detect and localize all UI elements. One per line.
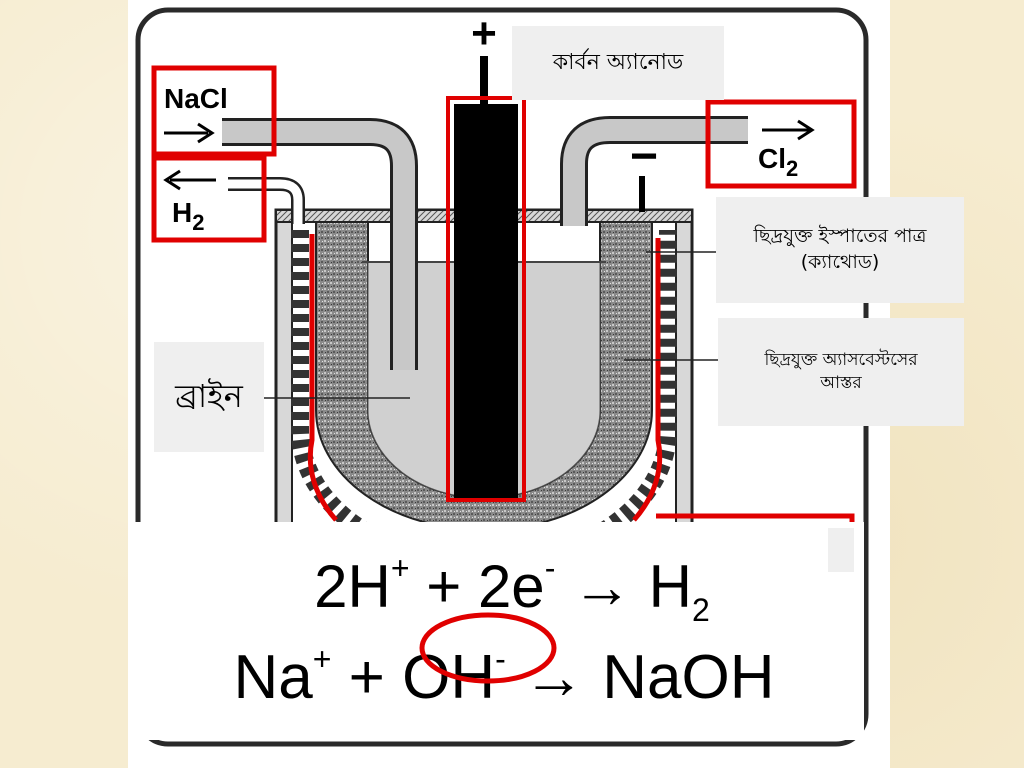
cl2-arrow-icon [762,119,815,141]
equation-naoh: Na+ + OH- → NaOH [233,641,775,712]
equation-hydrogen: 2H+ + 2e- → H2 [314,550,710,628]
cathode-highlight [307,234,338,522]
h2-arrow-icon [163,169,216,191]
cl2-highlight-box [705,99,857,189]
nacl-highlight-box [151,65,277,157]
anode-highlight [446,96,526,502]
nacl-arrow-icon [164,122,215,144]
porous-steel-cathode-label: ছিদ্রযুক্ত ইস্পাতের পাত্র (ক্যাথোড) [716,197,964,303]
asbestos-label-line1: ছিদ্রযুক্ত অ্যাসবেস্টসের [764,350,918,371]
cathode-label-line1: ছিদ্রযুক্ত ইস্পাতের পাত্র [753,225,927,248]
carbon-anode [454,104,518,500]
nacl-label: NaCl [164,83,228,114]
cathode-label-line2: (ক্যাথোড) [800,251,880,273]
h2-highlight-box [151,155,267,243]
brine-label: ব্রাইন [154,342,264,452]
blank-label-box [828,528,854,572]
asbestos-label-line2: আস্তর [820,373,862,393]
carbon-anode-label: কার্বন অ্যানোড [512,26,724,100]
minus-sign: − [630,130,658,183]
cl2-label: Cl2 [758,143,798,181]
plus-sign: + [471,9,497,58]
asbestos-lining-label: ছিদ্রযুক্ত অ্যাসবেস্টসের আস্তর [718,318,964,426]
h2-label: H2 [172,197,204,235]
